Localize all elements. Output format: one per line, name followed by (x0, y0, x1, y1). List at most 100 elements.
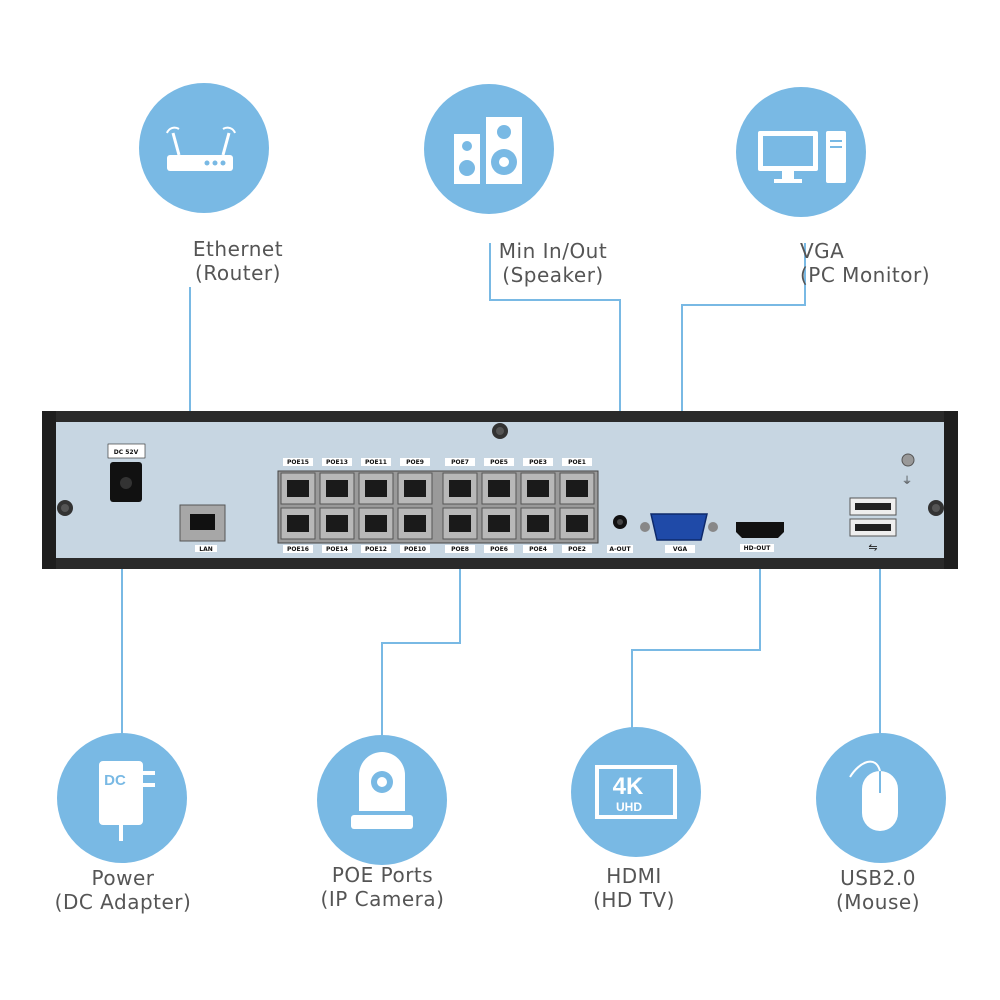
usb-symbol: ⇋ (868, 541, 877, 554)
audio-subtitle: (Speaker) (502, 263, 604, 287)
4k-tv-circle: 4K UHD (571, 727, 701, 857)
vga-label: VGA (PC Monitor) (800, 239, 950, 287)
poe-label-bg (445, 458, 475, 466)
poe-label-bg (283, 458, 313, 466)
mouse-circle (816, 733, 946, 863)
poe-port-label: POE4 (529, 546, 547, 553)
poe-port-socket (287, 515, 309, 532)
poe-label-bg (322, 458, 352, 466)
poe-port-socket (566, 480, 588, 497)
poe-port-socket (365, 515, 387, 532)
router-circle (139, 83, 269, 213)
ip-camera-icon (351, 752, 413, 829)
poe-port-label: POE7 (451, 459, 469, 466)
poe-label-bg (400, 458, 430, 466)
power-title: Power (91, 866, 155, 890)
poe-port-socket (404, 515, 426, 532)
dc-icon-text: DC (104, 772, 126, 789)
poe-port-socket (527, 515, 549, 532)
ground-symbol: ⏚ (902, 475, 912, 487)
audio-title: Min In/Out (498, 239, 608, 263)
poe-port-label: POE5 (490, 459, 508, 466)
poe-label-bg (283, 545, 313, 553)
poe-port-label: POE11 (365, 459, 387, 466)
vga-port (650, 513, 708, 541)
hdmi-line (631, 560, 761, 730)
poe-port-socket (326, 480, 348, 497)
ip-camera-circle (317, 735, 447, 865)
vga-panel-label: VGA (673, 546, 688, 553)
hdmi-subtitle: (HD TV) (593, 888, 675, 912)
ethernet-title: Ethernet (192, 237, 284, 261)
poe-port-socket (488, 515, 510, 532)
poe-port-label: POE2 (568, 546, 586, 553)
poe-port (397, 472, 433, 505)
poe-label-bg (523, 458, 553, 466)
poe-label-bg (445, 545, 475, 553)
poe-label-bg (562, 458, 592, 466)
poe-port (520, 472, 556, 505)
vga-subtitle: (PC Monitor) (800, 263, 931, 287)
poe-port-label: POE15 (287, 459, 309, 466)
pc-monitor-icon (758, 131, 846, 183)
router-icon (166, 126, 236, 171)
ethernet-label: Ethernet (Router) (178, 237, 298, 285)
poe-port-label: POE1 (568, 459, 586, 466)
poe-port-socket (566, 515, 588, 532)
usb-title: USB2.0 (840, 866, 916, 890)
speaker-circle (424, 84, 554, 214)
poe-port-socket (488, 480, 510, 497)
poe-port-socket (449, 480, 471, 497)
audio-line (489, 243, 621, 520)
mouse-icon (849, 760, 898, 831)
poe-label-bg (484, 545, 514, 553)
aout-panel-label: A-OUT (609, 546, 631, 553)
usb-subtitle: (Mouse) (836, 890, 920, 914)
lan-panel-label: LAN (199, 546, 213, 553)
poe-port-socket (365, 480, 387, 497)
poe-port-socket (287, 480, 309, 497)
poe-label-bg (361, 458, 391, 466)
hdmi-label: HDMI (HD TV) (584, 864, 684, 912)
hdmi-port (736, 522, 784, 538)
pc-monitor-circle (736, 87, 866, 217)
poe-port-label: POE6 (490, 546, 508, 553)
poe-port-socket (404, 480, 426, 497)
4k-icon-text: 4K (613, 773, 644, 800)
poe-port-label: POE8 (451, 546, 469, 553)
poe-line (381, 565, 461, 735)
usb-label: USB2.0 (Mouse) (828, 866, 928, 914)
dc-panel-label: DC 52V (114, 449, 139, 456)
poe-subtitle: (IP Camera) (320, 887, 445, 911)
poe-port-label: POE10 (404, 546, 426, 553)
poe-port-label: POE14 (326, 546, 348, 553)
poe-label-bg (322, 545, 352, 553)
lan-port (179, 504, 226, 542)
poe-label-bg (400, 545, 430, 553)
ground-screw (901, 453, 915, 467)
hdout-panel-label: HD-OUT (744, 545, 772, 552)
poe-label-bg (562, 545, 592, 553)
power-label: Power (DC Adapter) (48, 866, 198, 914)
4k-tv-icon: 4K UHD (595, 765, 677, 819)
ethernet-subtitle: (Router) (195, 261, 281, 285)
poe-label-bg (361, 545, 391, 553)
poe-label-bg (523, 545, 553, 553)
poe-label: POE Ports (IP Camera) (310, 863, 455, 911)
speaker-icon (454, 117, 522, 184)
poe-port-label: POE12 (365, 546, 387, 553)
audio-label: Min In/Out (Speaker) (488, 239, 618, 287)
vga-title: VGA (800, 239, 845, 263)
poe-label-bg (484, 458, 514, 466)
poe-title: POE Ports (331, 863, 434, 887)
dc-adapter-icon: DC (99, 761, 155, 841)
poe-port-label: POE3 (529, 459, 547, 466)
dc-adapter-circle: DC (57, 733, 187, 863)
power-subtitle: (DC Adapter) (54, 890, 192, 914)
poe-port-socket (449, 515, 471, 532)
poe-port-label: POE13 (326, 459, 348, 466)
poe-port-label: POE9 (406, 459, 424, 466)
hdmi-title: HDMI (606, 864, 662, 888)
